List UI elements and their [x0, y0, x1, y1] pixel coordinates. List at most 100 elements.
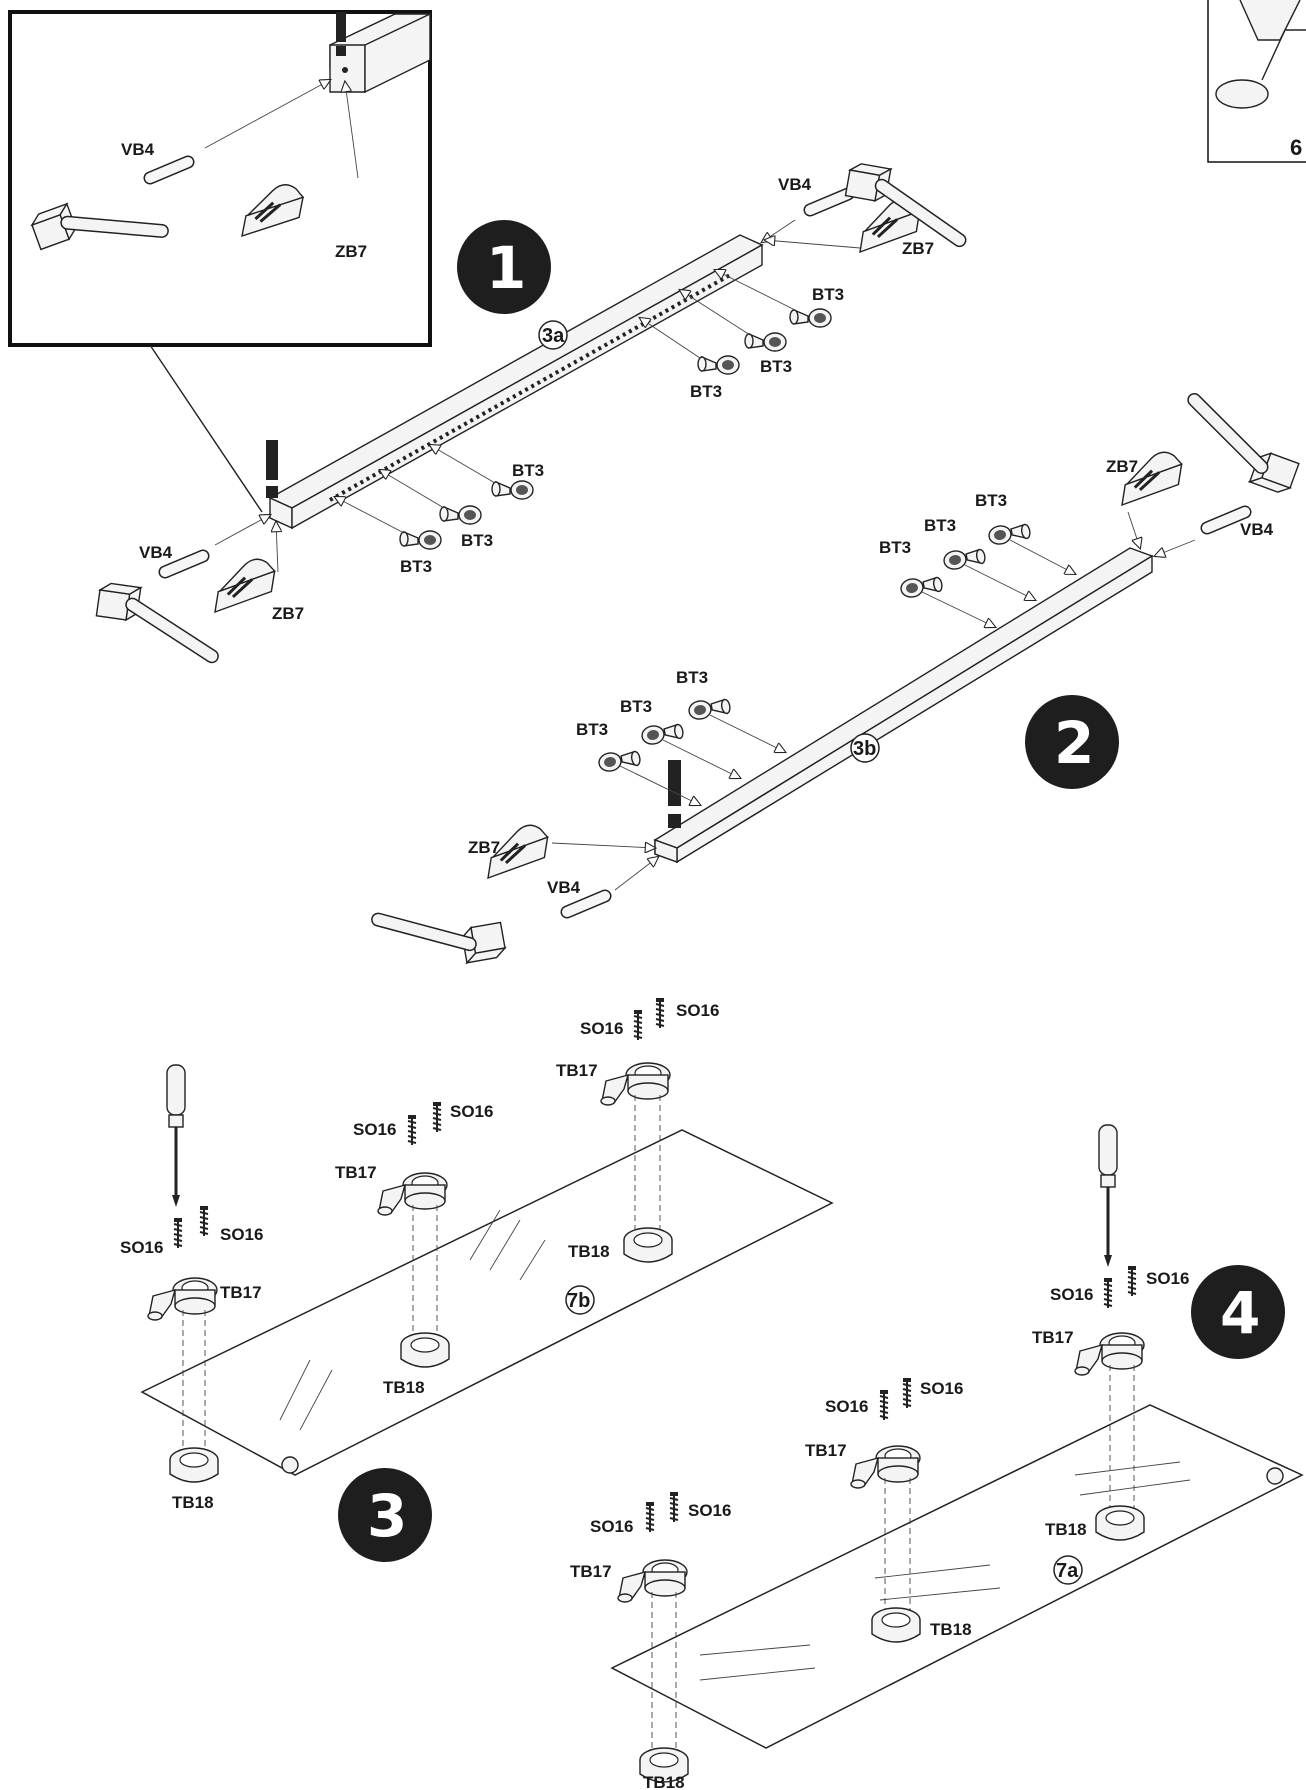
- dowel-vb4-left: [567, 896, 605, 912]
- foot-tb18: [871, 1607, 921, 1643]
- cam-bt3-5: [439, 505, 482, 525]
- detail-inset: VB4 ZB7: [8, 10, 432, 513]
- label-tb17: TB17: [570, 1562, 612, 1581]
- label-tb18: TB18: [383, 1378, 425, 1397]
- rail-3b: [653, 547, 1154, 864]
- screw-so16: [407, 1114, 417, 1146]
- glue-zb7-left: [201, 552, 283, 614]
- label-tb17: TB17: [335, 1163, 377, 1182]
- step-2-assembly: 3b VB4 ZB7 VB4 ZB7 BT3 BT3 BT3 BT3 BT3 B…: [378, 400, 1306, 977]
- cam-bt3-4: [491, 480, 534, 500]
- label-so16: SO16: [220, 1225, 263, 1244]
- screw-so16: [655, 997, 665, 1029]
- step-1-number: 1: [486, 234, 526, 302]
- bracket-tb17: [617, 1559, 688, 1603]
- cam-bt3-2: [941, 545, 987, 572]
- screw-so16: [902, 1377, 912, 1409]
- label-bt3: BT3: [676, 668, 708, 687]
- label-tb18: TB18: [930, 1620, 972, 1639]
- cam-bt3-3: [898, 573, 944, 600]
- screwdriver: [1097, 1123, 1119, 1269]
- step-4-number: 4: [1220, 1279, 1260, 1347]
- label-so16: SO16: [688, 1501, 731, 1520]
- label-bt3: BT3: [461, 531, 493, 550]
- label-tb18: TB18: [172, 1493, 214, 1512]
- glass-shelf-7a: [610, 1404, 1304, 1749]
- hammer-left: [93, 582, 220, 656]
- cam-bt3-4: [686, 695, 732, 722]
- rail-3a: [266, 234, 764, 530]
- glass-shelf-7b: [140, 1129, 834, 1476]
- screw-so16: [432, 1101, 442, 1133]
- label-bt3: BT3: [924, 516, 956, 535]
- step-4-assembly: 7a SO16 SO16 TB17 TB18 SO16 SO16 TB17 TB…: [570, 1123, 1304, 1790]
- part-ref-3a: 3a: [542, 325, 565, 347]
- corner-inset: 6: [1207, 0, 1306, 163]
- label-bt3: BT3: [975, 491, 1007, 510]
- label-zb7: ZB7: [335, 242, 367, 261]
- hammer-left: [378, 899, 506, 977]
- screw-so16: [633, 1009, 643, 1041]
- label-zb7: ZB7: [468, 838, 500, 857]
- hammer-right: [1175, 400, 1306, 496]
- label-bt3: BT3: [400, 557, 432, 576]
- foot-tb18: [623, 1227, 673, 1263]
- step-3-badge: 3: [338, 1468, 432, 1562]
- label-bt3: BT3: [690, 382, 722, 401]
- screw-so16: [645, 1501, 655, 1533]
- label-so16: SO16: [1146, 1269, 1189, 1288]
- screw-so16: [879, 1389, 889, 1421]
- bracket-tb17: [147, 1277, 218, 1321]
- label-tb17: TB17: [556, 1061, 598, 1080]
- label-tb18: TB18: [643, 1773, 685, 1790]
- part-ref-7b: 7b: [567, 1290, 590, 1312]
- cam-bt3-3: [697, 355, 740, 375]
- cam-bt3-2: [744, 332, 787, 352]
- screw-so16: [669, 1491, 679, 1523]
- cam-bt3-1: [986, 520, 1032, 547]
- inset-rail-end: [329, 12, 431, 94]
- label-bt3: BT3: [512, 461, 544, 480]
- screw-so16: [1127, 1265, 1137, 1297]
- label-tb18: TB18: [1045, 1520, 1087, 1539]
- foot-tb18: [169, 1447, 219, 1483]
- glue-zb7-right: [1108, 445, 1190, 507]
- label-so16: SO16: [825, 1397, 868, 1416]
- label-so16: SO16: [590, 1517, 633, 1536]
- label-bt3: BT3: [576, 720, 608, 739]
- cam-bt3-5: [639, 720, 685, 747]
- label-so16: SO16: [353, 1120, 396, 1139]
- step-1-badge: 1: [457, 220, 551, 314]
- label-bt3: BT3: [879, 538, 911, 557]
- label-so16: SO16: [120, 1238, 163, 1257]
- label-vb4: VB4: [778, 175, 812, 194]
- label-vb4: VB4: [1240, 520, 1274, 539]
- label-so16: SO16: [450, 1102, 493, 1121]
- screw-so16: [199, 1205, 209, 1237]
- screwdriver: [165, 1063, 187, 1209]
- label-bt3: BT3: [812, 285, 844, 304]
- label-vb4: VB4: [139, 543, 173, 562]
- part-ref-7a: 7a: [1056, 1560, 1079, 1582]
- step-2-number: 2: [1054, 709, 1094, 777]
- label-so16: SO16: [920, 1379, 963, 1398]
- label-zb7: ZB7: [902, 239, 934, 258]
- label-bt3: BT3: [760, 357, 792, 376]
- label-so16: SO16: [676, 1001, 719, 1020]
- label-bt3: BT3: [620, 697, 652, 716]
- step-1-assembly: 3a VB4 ZB7 VB4 ZB7 BT3 BT3 BT3 BT3 B: [93, 162, 970, 656]
- cam-bt3-6: [596, 747, 642, 774]
- step-3-assembly: 7b SO16 SO16 TB17 TB18 SO16 SO16 TB17 TB…: [120, 997, 834, 1562]
- label-zb7: ZB7: [1106, 457, 1138, 476]
- foot-tb18: [1095, 1505, 1145, 1541]
- label-so16: SO16: [1050, 1285, 1093, 1304]
- screw-so16: [173, 1217, 183, 1249]
- step-2-badge: 2: [1025, 695, 1119, 789]
- label-zb7: ZB7: [272, 604, 304, 623]
- label-vb4: VB4: [547, 878, 581, 897]
- label-so16: SO16: [580, 1019, 623, 1038]
- step-3-number: 3: [367, 1482, 407, 1550]
- label-vb4: VB4: [121, 140, 155, 159]
- label-tb17: TB17: [220, 1283, 262, 1302]
